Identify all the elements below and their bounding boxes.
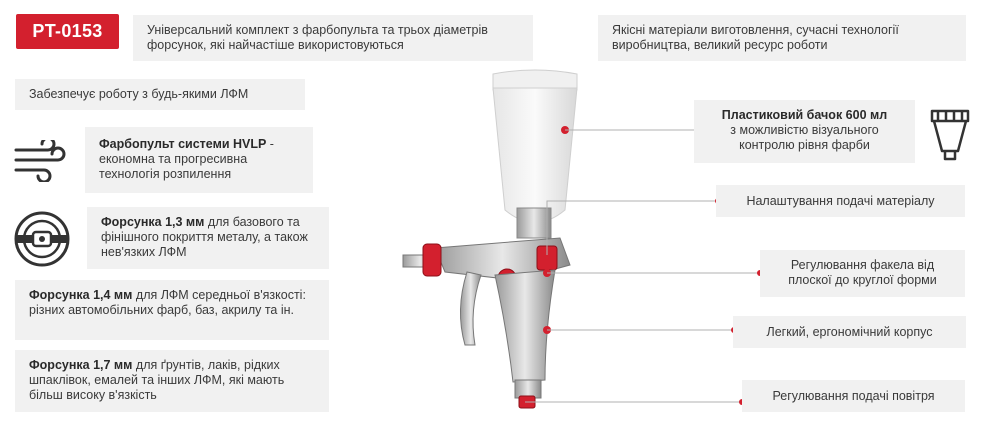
quality-description-text: Якісні матеріали виготовлення, сучасні т… — [612, 23, 899, 52]
tank-text: з можливістю візуального контролю рівня … — [730, 123, 879, 152]
body-text: Легкий, ергономічний корпус — [766, 325, 933, 339]
gun-handle — [494, 269, 556, 383]
nozzle-17-description: Форсунка 1,7 мм для ґрунтів, лаків, рідк… — [15, 350, 329, 412]
nozzle-14-description: Форсунка 1,4 мм для ЛФМ середньої в'язко… — [15, 280, 329, 340]
feed-dot — [543, 251, 551, 259]
air-text: Регулювання подачі повітря — [772, 389, 935, 403]
tank-description: Пластиковий бачок 600 мл з можливістю ві… — [694, 100, 915, 163]
tank-dot — [561, 126, 569, 134]
feed-text: Налаштування подачі матеріалу — [746, 194, 935, 208]
air-dot — [521, 398, 529, 406]
product-code-badge: PT-0153 — [16, 14, 119, 49]
gun-trigger — [459, 271, 482, 346]
nozzle-17-title: Форсунка 1,7 мм — [29, 358, 133, 372]
nozzle-icon — [14, 211, 70, 267]
nozzle-13-text: для базового та фінішного покриття метал… — [101, 215, 308, 259]
quality-description: Якісні матеріали виготовлення, сучасні т… — [598, 15, 966, 61]
nozzle-13-title: Форсунка 1,3 мм — [101, 215, 205, 229]
nozzle-13-description: Форсунка 1,3 мм для базового та фінішног… — [87, 207, 329, 269]
body-dot — [543, 326, 551, 334]
air-description: Регулювання подачі повітря — [742, 380, 965, 412]
paint-cup — [492, 87, 578, 223]
fan-text: Регулювання факела від плоскої до кругло… — [788, 258, 937, 287]
kit-description-text: Універсальний комплект з фарбопульта та … — [147, 23, 488, 52]
compatibility-text: Забезпечує роботу з будь-якими ЛФМ — [29, 87, 249, 101]
nozzle-14-title: Форсунка 1,4 мм — [29, 288, 133, 302]
kit-description: Універсальний комплект з фарбопульта та … — [133, 15, 533, 61]
hvlp-title: Фарбопульт системи HVLP — [99, 137, 267, 151]
nozzle-17-text: для ґрунтів, лаків, рідких шпаклівок, ем… — [29, 358, 285, 402]
hvlp-text: - економна та прогресивна технологія роз… — [99, 137, 274, 181]
compatibility-note: Забезпечує роботу з будь-якими ЛФМ — [15, 79, 305, 110]
nozzle-14-text: для ЛФМ середньої в'язкості: різних авто… — [29, 288, 306, 317]
wind-icon — [14, 140, 66, 182]
body-description: Легкий, ергономічний корпус — [733, 316, 966, 348]
fan-dot — [543, 269, 551, 277]
air-inlet — [514, 379, 542, 399]
cup-neck — [516, 207, 552, 239]
hvlp-description: Фарбопульт системи HVLP - економна та пр… — [85, 127, 313, 193]
feed-description: Налаштування подачі матеріалу — [716, 185, 965, 217]
fan-description: Регулювання факела від плоскої до кругло… — [760, 250, 965, 297]
tank-title: Пластиковий бачок 600 мл — [721, 108, 888, 122]
spray-gun-image — [402, 69, 578, 409]
cup-icon — [930, 109, 970, 161]
air-cap — [422, 243, 442, 277]
